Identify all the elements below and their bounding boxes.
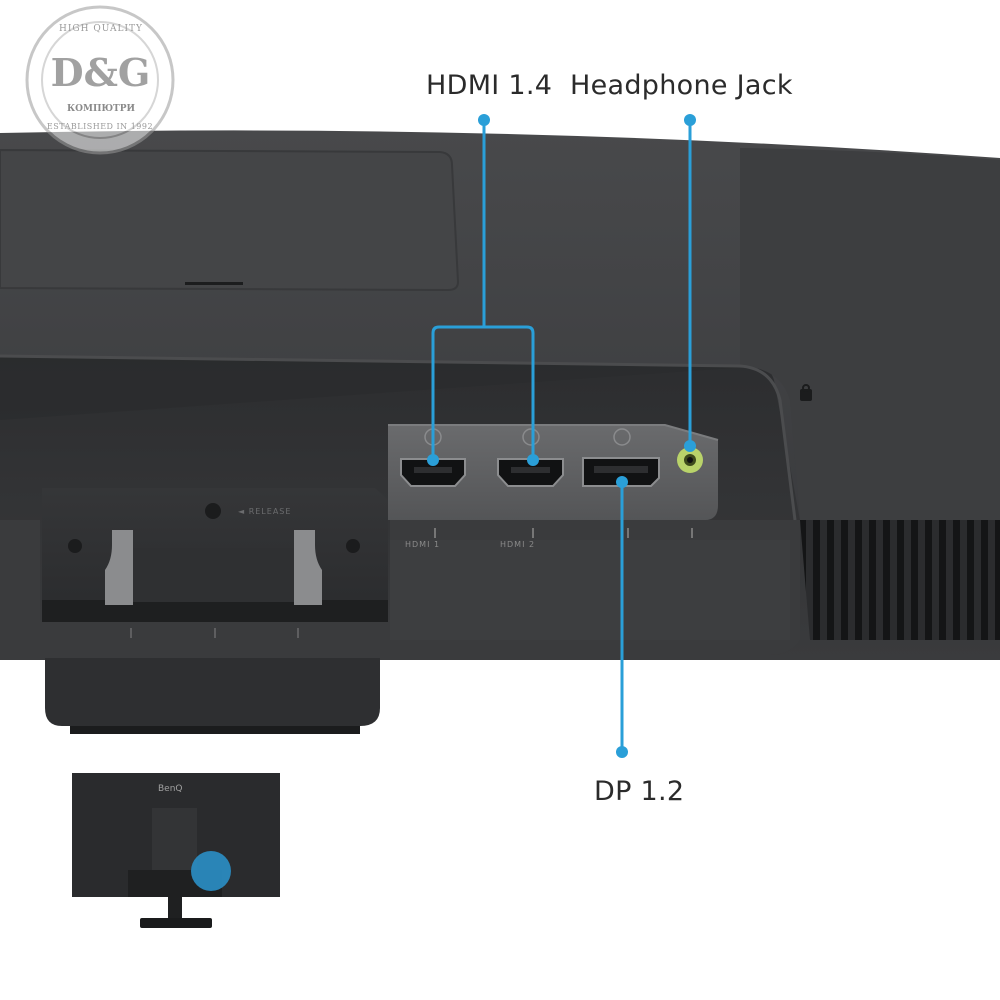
seal-middle-text: КОМПЮТРИ — [66, 104, 136, 114]
thumbnail-monitor — [72, 773, 280, 928]
seal-top-text: HIGH QUALITY — [59, 24, 143, 34]
headphone-callout-label: Headphone Jack — [570, 70, 793, 101]
bottom-lip — [390, 540, 790, 640]
dg-seal-watermark — [25, 5, 175, 155]
stand-neck — [45, 658, 380, 726]
hdmi2-marking: HDMI 2 — [500, 540, 536, 549]
port-tick-marks — [434, 528, 693, 538]
hook-right — [294, 530, 322, 605]
plate-slot — [185, 282, 243, 285]
headphone-jack — [677, 447, 703, 473]
thumbnail-brand: BenQ — [158, 784, 183, 794]
hook-left — [105, 530, 133, 605]
seal-bottom-text: ESTABLISHED IN 1992 — [46, 122, 154, 131]
dp-callout-label: DP 1.2 — [594, 776, 685, 807]
release-marking: ◄ RELEASE — [238, 507, 292, 516]
hdmi1-marking: HDMI 1 — [405, 540, 441, 549]
hdmi-port-2 — [497, 428, 564, 487]
callout-lines — [431, 120, 692, 752]
release-button — [205, 503, 221, 519]
cavity-edge — [0, 354, 797, 521]
vent-grille — [800, 520, 1000, 640]
cavity-shadow — [0, 356, 760, 420]
seal-brand: D&G — [50, 50, 151, 95]
hdmi-callout-label: HDMI 1.4 — [426, 70, 553, 101]
thumbnail-highlight — [191, 851, 231, 891]
right-side-panel — [740, 148, 1000, 520]
callout-dots — [427, 114, 696, 758]
displayport — [582, 428, 660, 487]
vesa-plate — [0, 148, 460, 292]
lock-icon — [800, 384, 812, 401]
hdmi-port-1 — [400, 428, 466, 487]
